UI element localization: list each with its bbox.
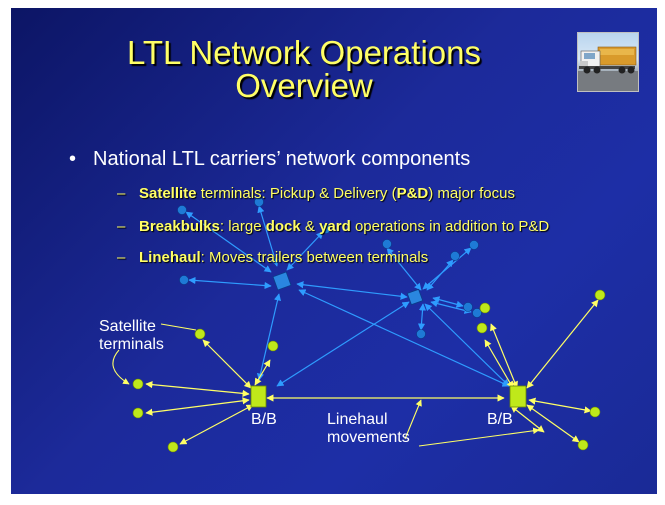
bullet-text: National LTL carriers’ network component…	[93, 148, 471, 170]
subbullet-dash: –	[117, 218, 126, 235]
term-breakbulks: Breakbulks	[139, 218, 220, 235]
label-satellite-line1: Satellite	[99, 318, 156, 335]
title-line-1: LTL Network Operations	[127, 34, 481, 71]
subbullet-text-a: terminals: Pickup & Delivery (	[196, 185, 397, 202]
subbullet-dash: –	[117, 249, 126, 266]
blue-satellite-nodes	[177, 197, 482, 339]
truck-photo-icon	[577, 32, 639, 92]
subbullet-text: Linehaul: Moves trailers between termina…	[139, 249, 428, 266]
label-linehaul-line1: Linehaul	[327, 411, 388, 428]
breakbulk-left	[250, 385, 267, 408]
blue-breakbulk-nodes	[272, 271, 424, 306]
subbullet-dash: –	[117, 185, 126, 202]
term-pd: P&D	[396, 185, 429, 202]
subbullet-text: Breakbulks: large dock & yard operations…	[139, 218, 549, 235]
label-pointers	[112, 323, 540, 447]
subbullet-text-a: : large	[219, 218, 266, 235]
slide-title: LTL Network Operations Overview	[11, 36, 597, 102]
breakbulk-right	[509, 385, 527, 408]
term-satellite: Satellite	[139, 185, 197, 202]
bullet-marker: •	[69, 148, 77, 170]
title-line-2: Overview	[235, 67, 373, 104]
label-linehaul-line2: movements	[327, 429, 410, 446]
term-linehaul: Linehaul	[139, 249, 201, 266]
subbullet-text-a: : Moves trailers between terminals	[200, 249, 429, 266]
label-satellite-line2: terminals	[99, 336, 164, 353]
term-yard: yard	[319, 218, 351, 235]
term-dock: dock	[265, 218, 301, 235]
subbullet-text-b: ) major focus	[428, 185, 515, 202]
network-diagram	[112, 197, 606, 453]
label-linehaul-movements: Linehaul movements	[327, 411, 410, 447]
subbullet-text: Satellite terminals: Pickup & Delivery (…	[139, 185, 515, 202]
subbullet-text-b: &	[300, 218, 320, 235]
slide: LTL Network Operations Overview	[11, 8, 657, 494]
yellow-satellite-nodes	[132, 289, 606, 453]
subbullet-text-c: operations in addition to P&D	[350, 218, 550, 235]
label-satellite-terminals: Satellite terminals	[99, 318, 164, 354]
label-bb-right: B/B	[487, 411, 513, 428]
yellow-breakbulk-nodes	[250, 385, 527, 408]
label-bb-left: B/B	[251, 411, 277, 428]
